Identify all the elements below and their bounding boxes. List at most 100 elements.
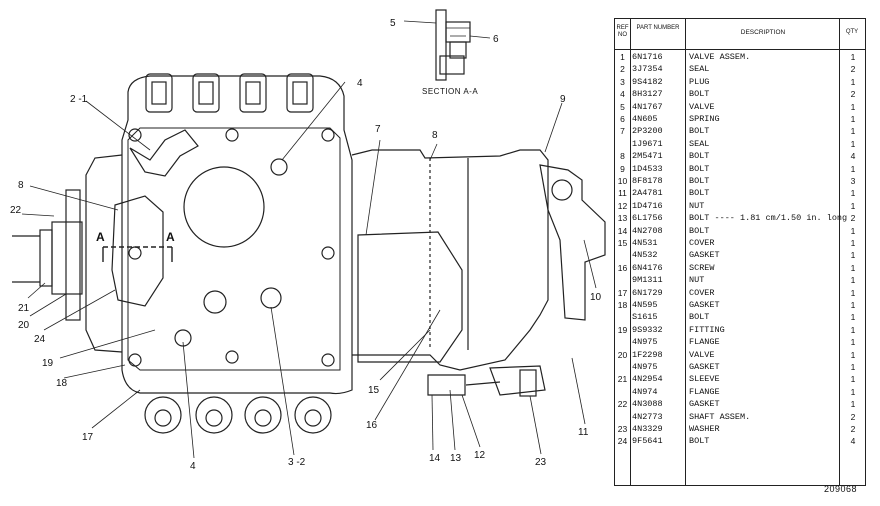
- top-fittings: [145, 73, 314, 113]
- part-number-cell: 6L1756: [632, 213, 663, 224]
- table-header: REF NO PART NUMBER DESCRIPTION QTY: [615, 19, 865, 50]
- qty-cell: 2: [850, 411, 856, 422]
- qty-cell: 1: [850, 324, 856, 335]
- description-cell: GASKET: [689, 362, 720, 372]
- qty-cell: 2: [850, 213, 856, 224]
- description-cell: SEAL: [689, 64, 710, 75]
- part-number-cell: 4N2773: [632, 411, 663, 422]
- header-ref-no: REF NO: [616, 25, 629, 38]
- bolt-hole: [321, 353, 335, 367]
- port-plug: [203, 290, 227, 314]
- part-number-cell: 2A4781: [632, 188, 663, 199]
- callout-8-right: 8: [432, 130, 438, 141]
- description-cell: FITTING: [689, 324, 725, 335]
- qty-cell: 1: [850, 374, 856, 385]
- part-number-cell: 4N532: [632, 250, 658, 261]
- description-cell: GASKET: [689, 250, 720, 261]
- part-number-cell: 4N605: [632, 114, 658, 124]
- port-plug: [260, 287, 282, 309]
- description-cell: COVER: [689, 287, 715, 298]
- description-cell: BOLT: [689, 176, 710, 186]
- qty-cell: 1: [850, 300, 856, 310]
- table-row: 4 8H3127 BOLT 2: [615, 88, 865, 100]
- callout-4-bottom: 4: [190, 461, 196, 472]
- part-number-cell: 4N975: [632, 362, 658, 372]
- ref-cell: 2: [620, 64, 625, 75]
- ref-cell: 20: [617, 349, 628, 360]
- qty-cell: 1: [850, 200, 856, 211]
- description-cell: BOLT: [689, 188, 710, 199]
- part-number-cell: 4N975: [632, 337, 658, 348]
- description-cell: SPRING: [689, 114, 720, 124]
- part-number-cell: 4N974: [632, 386, 658, 397]
- description-cell: NUT: [689, 200, 705, 211]
- part-number-cell: 3J7354: [632, 64, 663, 75]
- qty-cell: 1: [850, 52, 856, 62]
- ref-cell: 16: [617, 262, 628, 273]
- pump-housing: [121, 75, 353, 395]
- qty-cell: 1: [850, 126, 856, 137]
- part-number-cell: 4N3329: [632, 424, 663, 434]
- bolt-hole: [128, 353, 142, 367]
- ref-cell: 11: [618, 188, 627, 199]
- qty-cell: 4: [850, 436, 856, 447]
- section-mark-left: A: [96, 230, 105, 244]
- callout-7: 7: [375, 124, 381, 135]
- description-cell: BOLT: [689, 89, 710, 100]
- qty-cell: 1: [850, 275, 856, 286]
- bolt-hole: [128, 128, 142, 142]
- ref-cell: 4: [620, 89, 625, 100]
- qty-cell: 1: [850, 163, 856, 174]
- description-cell: BOLT: [689, 312, 710, 323]
- qty-cell: 1: [850, 250, 856, 261]
- description-cell: COVER: [689, 238, 715, 248]
- table-row: S1615 BOLT 1: [615, 311, 865, 323]
- part-number-cell: 8H3127: [632, 89, 663, 100]
- description-cell: FLANGE: [689, 386, 720, 397]
- ref-cell: 18: [617, 300, 628, 310]
- ref-cell: 14: [617, 225, 628, 236]
- bottom-fittings: [144, 396, 332, 434]
- right-housing: [351, 149, 549, 371]
- ref-cell: 12: [617, 200, 628, 211]
- part-number-cell: S1615: [632, 312, 658, 323]
- part-number-cell: 4N1767: [632, 101, 663, 112]
- qty-cell: 1: [850, 225, 856, 236]
- front-face: [127, 127, 341, 371]
- part-number-cell: 2M5471: [632, 151, 663, 162]
- part-number-cell: 4N2708: [632, 225, 663, 236]
- header-qty: QTY: [845, 29, 859, 35]
- section-a-a-detail: [435, 9, 471, 81]
- ref-cell: 3: [620, 76, 625, 87]
- qty-cell: 1: [850, 349, 856, 360]
- table-row: 2 3J7354 SEAL 2: [615, 63, 865, 75]
- description-cell: VALVE: [689, 349, 715, 360]
- fitting-assembly: [427, 365, 546, 396]
- qty-cell: 1: [850, 114, 856, 124]
- qty-cell: 1: [850, 312, 856, 323]
- ref-cell: 1: [620, 52, 625, 62]
- description-cell: SLEEVE: [689, 374, 720, 385]
- callout-8-left: 8: [18, 180, 24, 191]
- qty-cell: 3: [850, 176, 856, 186]
- ref-cell: 13: [617, 213, 628, 224]
- part-number-cell: 6N1729: [632, 287, 663, 298]
- part-number-cell: 4N595: [632, 300, 658, 310]
- callout-19: 19: [42, 358, 54, 369]
- qty-cell: 1: [850, 362, 856, 372]
- qty-cell: 2: [850, 64, 856, 75]
- ref-cell: 7: [620, 126, 625, 137]
- part-number-cell: 8F8178: [632, 176, 663, 186]
- description-cell: FLANGE: [689, 337, 720, 348]
- qty-cell: 2: [850, 89, 856, 100]
- description-cell: VALVE ASSEM.: [689, 52, 751, 62]
